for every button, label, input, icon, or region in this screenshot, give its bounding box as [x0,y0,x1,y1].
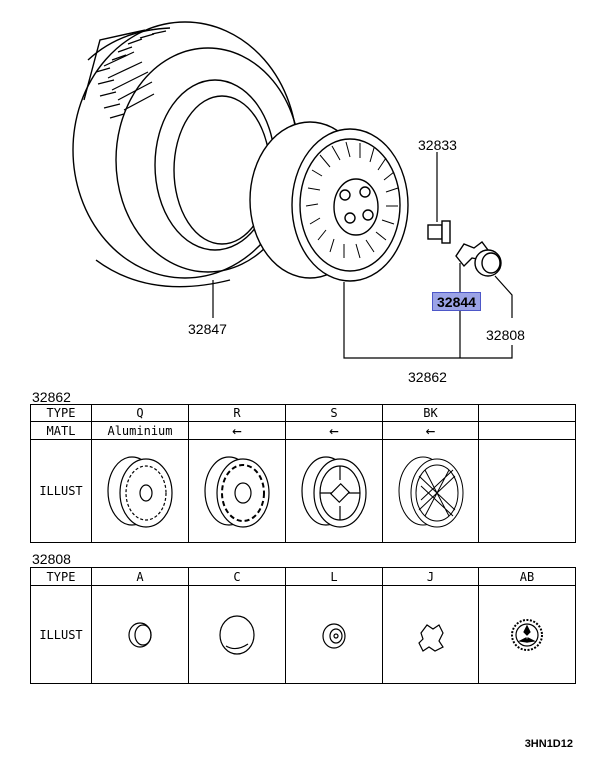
table2-type-row: TYPE A C L J AB [30,567,576,586]
cap-illust-ab [478,585,576,684]
table2-type-header: TYPE [30,567,92,586]
table1-matl-cell: ← [285,421,383,440]
table1-type-cell [478,404,576,422]
table1-type-header: TYPE [30,404,92,422]
table1-type-cell: R [188,404,286,422]
table1-illust-header: ILLUST [30,439,92,543]
table1-matl-cell: Aluminium [91,421,189,440]
cap-illust-j [382,585,479,684]
wheel-illust-s [285,439,383,543]
table2-type-cell: J [382,567,479,586]
table1-type-row: TYPE Q R S BK [30,404,576,422]
table1-illust-row: ILLUST [30,439,576,543]
wheel-exploded-diagram [72,21,513,359]
table2-type-cell: C [188,567,286,586]
table2-type-cell: AB [478,567,576,586]
table1-matl-row: MATL Aluminium ← ← ← [30,421,576,440]
part-label-32833: 32833 [418,137,457,153]
cap-illust-a [91,585,189,684]
table2-type-cell: A [91,567,189,586]
wheel-illust-bk [382,439,479,543]
cap-illust-l [285,585,383,684]
table1-empty-cell [478,439,576,543]
table2-caption: 32808 [32,551,71,567]
table2-illust-header: ILLUST [30,585,92,684]
table1-matl-cell: ← [382,421,479,440]
wheel-illust-r [188,439,286,543]
cap-illust-c [188,585,286,684]
part-label-32862: 32862 [408,369,447,385]
cap-type-table: TYPE A C L J AB ILLUST [30,567,576,684]
table1-matl-header: MATL [30,421,92,440]
table2-illust-row: ILLUST [30,585,576,684]
part-label-32808: 32808 [486,327,525,343]
table1-matl-cell: ← [188,421,286,440]
table2-type-cell: L [285,567,383,586]
table1-type-cell: S [285,404,383,422]
table1-type-cell: BK [382,404,479,422]
diagram-code: 3HN1D12 [524,738,573,750]
table1-matl-cell [478,421,576,440]
part-label-32847: 32847 [188,321,227,337]
part-label-32844-highlighted: 32844 [432,292,481,311]
wheel-type-table: TYPE Q R S BK MATL Aluminium ← ← ← ILLUS… [30,404,576,543]
table1-type-cell: Q [91,404,189,422]
wheel-illustration [249,121,409,282]
center-cap-illustration [474,249,502,277]
table1-caption: 32862 [32,389,71,405]
wheel-illust-q [91,439,189,543]
tire-illustration [72,21,301,288]
valve-bolt-illustration [427,220,451,244]
